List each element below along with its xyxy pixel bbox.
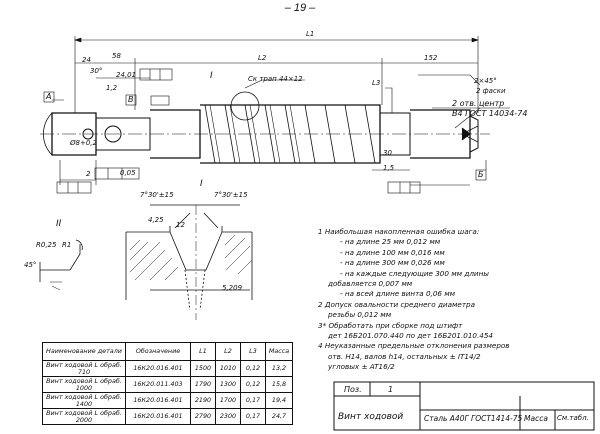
table-cell: Винт ходовой L обраб. 1000 [42,376,126,393]
note-line: отв. H14, валов h14, остальных ± IT14/2 [328,351,481,361]
col-name: Наименование детали [42,342,126,361]
dim-24-01: 24,01 [116,71,137,79]
table-cell: 0,17 [240,392,266,409]
center-std-label: В4 ГОСТ 14034-74 [452,109,528,118]
view-v-marker: В [128,95,134,104]
dim-30: 30 [383,149,392,157]
table-cell: 16К20.016.401 [125,392,191,409]
table-cell: 1790 [190,376,216,393]
dim-chamfer-note: 2 фаски [476,87,506,95]
dim-pin-hole: Ø8+0,2 [70,139,97,147]
table-cell: 1010 [215,360,241,377]
table-cell: 1500 [190,360,216,377]
table-cell: Винт ходовой L обраб. 710 [42,360,126,377]
center-holes-label: 2 отв. центр [452,99,505,108]
dim-chamfer: 2×45° [474,77,497,85]
scale-label: См.табл. [557,414,589,422]
table-cell: 15,8 [265,376,293,393]
dim-1-2: 1,2 [106,84,118,92]
dim-152: 152 [424,54,438,62]
table-cell: 16К20.016.401 [125,360,191,377]
section-i-marker: I [210,71,213,81]
detail-ii-title: II [56,219,62,229]
table-cell: 16К20.011.403 [125,376,191,393]
page-number: – 19 – [284,2,316,14]
lead-screw-shaft [40,91,490,164]
table-cell: 0,17 [240,408,266,425]
angle-45: 45° [24,261,37,269]
detail-i-title: I [200,179,203,189]
note-line: - на длине 100 мм 0,016 мм [340,247,445,257]
table-cell: 13,2 [265,360,293,377]
dim-pitch: 12 [176,221,185,229]
dim-5-209: 5,209 [222,284,243,292]
table-cell: 1700 [215,392,241,409]
note-line: 1 Наибольшая накопленная ошибка шага: [318,227,480,236]
table-cell: 2300 [215,408,241,425]
note-line: 3* Обработать при сборке под штифт [318,320,463,330]
dim-58: 58 [112,52,121,60]
dim-24: 24 [82,56,91,64]
thread-profile-detail [125,204,253,320]
note-line: - на длине 25 мм 0,012 мм [340,237,441,247]
table-cell: 2790 [190,408,216,425]
title-block-frame [333,381,595,431]
thread-callout: Ск трап 44×12 [248,75,303,83]
col-l3: L3 [240,342,266,361]
dim-l3: L3 [372,79,381,87]
groove-detail [39,239,83,291]
table-cell: 1300 [215,376,241,393]
pos-value: 1 [388,385,394,394]
technical-notes: 1 Наибольшая накопленная ошибка шага:- н… [318,227,598,373]
table-cell: 2190 [190,392,216,409]
mass-label: Масса [524,414,548,423]
pos-label: Поз. [344,385,362,394]
table-cell: Винт ходовой L обраб. 1400 [42,392,126,409]
col-l2: L2 [215,342,241,361]
radius-025: R0,25 [36,241,57,249]
col-designation: Обозначение [125,342,191,361]
col-mass: Масса [265,342,293,361]
note-line: 2 Допуск овальности среднего диаметра [318,299,475,309]
table-cell: 19,4 [265,392,293,409]
spec-table-header: Наименование детали Обозначение L1 L2 L3… [42,342,293,361]
radius-1: R1 [62,241,72,249]
note-line: дет 16Б201.070.440 по дет 16Б201.010.454 [328,331,493,341]
dim-30deg: 30° [90,67,103,75]
view-a-marker: А [46,92,52,101]
dim-1-5: 1,5 [383,164,395,172]
dim-l1: L1 [306,30,315,38]
angle-right: 7°30'±15 [214,191,248,199]
table-cell: 24,7 [265,408,293,425]
table-cell: 0,12 [240,360,266,377]
note-line: - на каждые следующие 300 мм длины [340,268,489,278]
part-name: Винт ходовой [338,412,404,422]
view-b-marker: Б [478,170,484,179]
angle-left: 7°30'±15 [140,191,174,199]
dim-4-25: 4,25 [148,216,164,224]
dim-l2: L2 [258,54,267,62]
table-cell: Винт ходовой L обраб. 2000 [42,408,126,425]
col-l1: L1 [190,342,216,361]
note-line: - на всей длине винта 0,06 мм [340,289,456,299]
note-line: 4 Неуказанные предельные отклонения разм… [318,341,510,351]
tol-0-05: 0,05 [120,169,136,177]
table-cell: 0,12 [240,376,266,393]
note-line: добавляется 0,007 мм [328,279,413,289]
table-cell: 16К20.016.401 [125,408,191,425]
note-line: угловых ± AT16/2 [328,362,395,372]
note-line: резьбы 0,012 мм [328,310,392,320]
material: Сталь А40Г ГОСТ1414-75 [424,414,523,423]
dimension-lines [43,36,510,194]
note-line: - на длине 300 мм 0,026 мм [340,258,445,268]
spec-table: Наименование детали Обозначение L1 L2 L3… [42,342,293,425]
dim-2: 2 [86,170,91,178]
